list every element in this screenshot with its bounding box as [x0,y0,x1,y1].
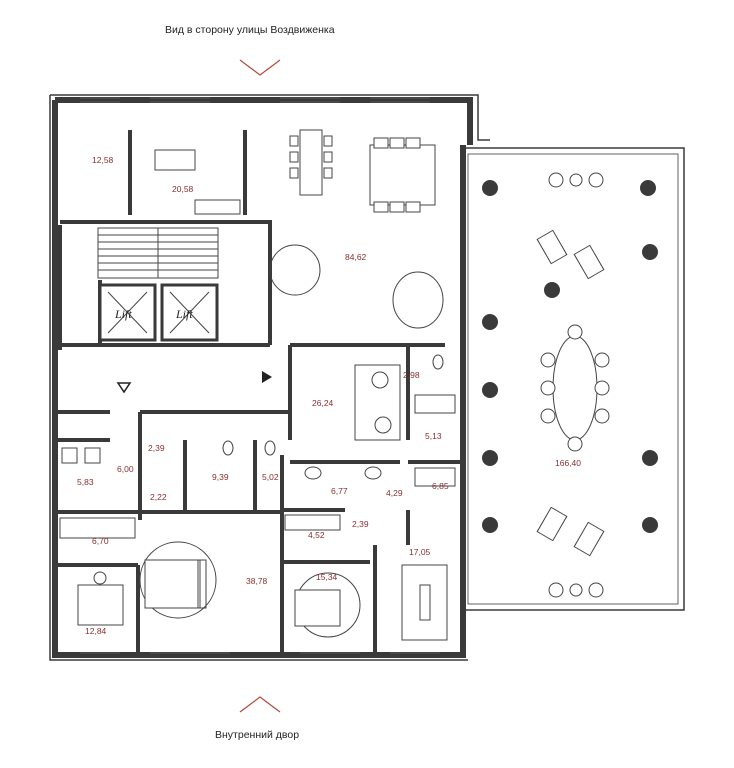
sofa-icon [369,137,436,213]
interior-walls [55,130,463,655]
area-label: 6,00 [117,464,134,474]
area-label: 6,70 [92,536,109,546]
outer-walls-thin [49,94,490,661]
area-label: 4,29 [386,488,403,498]
bathroom-fixtures [59,354,456,539]
plant-icon [482,180,658,533]
lift-icon [107,291,210,334]
area-label: 2,39 [352,519,369,529]
terrace-dining [540,324,610,452]
area-label: 5,13 [425,431,442,441]
area-label: 5,02 [262,472,279,482]
area-label: 38,78 [246,576,268,586]
area-label: 17,05 [409,547,431,557]
area-label: 12,58 [92,155,114,165]
area-label: 2,22 [150,492,167,502]
bed-icon [139,541,217,619]
windows [80,97,440,654]
area-label: 2,98 [403,370,420,380]
outer-walls [52,97,473,658]
area-label: 20,58 [172,184,194,194]
hall-table [354,364,401,441]
terrace-outline [461,147,685,611]
study-desk [77,571,124,626]
kitchen-island [154,149,241,215]
area-label: 6,77 [331,486,348,496]
bed-icon [294,572,361,638]
area-label: 2,39 [148,443,165,453]
lounge-circle [269,244,444,329]
lift-shafts [98,283,219,342]
lift-label: Lift [175,307,193,321]
area-label: 5,83 [77,477,94,487]
area-label: 9,39 [212,472,229,482]
compass-arrow-icon [239,59,281,76]
area-label: 6,85 [432,481,449,491]
entrance-arrow-icon [116,382,132,394]
staircase [97,227,219,279]
area-label: 12,84 [85,626,107,636]
entrance-arrow-icon [262,371,272,383]
area-label: 26,24 [312,398,334,408]
orientation-top-label: Вид в сторону улицы Воздвиженка [165,24,335,36]
right-room-table [401,564,448,641]
orientation-bottom-label: Внутренний двор [215,729,300,741]
area-label: 4,52 [308,530,325,540]
area-label: 15,34 [316,572,338,582]
lift-label: Lift [114,307,132,321]
dining-table [289,129,333,196]
area-label: 166,40 [555,458,581,468]
chair-icon [536,172,605,598]
area-label: 84,62 [345,252,367,262]
compass-arrow-icon [239,696,281,713]
